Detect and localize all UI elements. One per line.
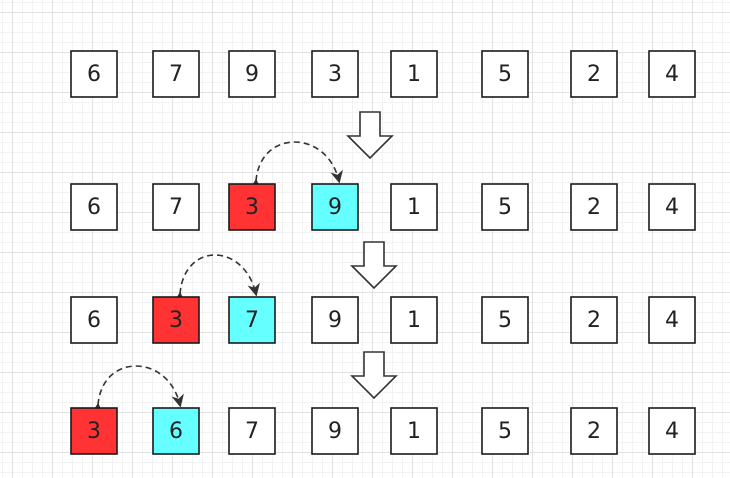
array-cell: 4 <box>648 50 696 98</box>
array-cell-value: 9 <box>328 195 342 220</box>
array-cell-value: 5 <box>498 195 512 220</box>
array-cell: 5 <box>481 296 529 344</box>
array-cell: 2 <box>570 50 618 98</box>
array-cell-value: 2 <box>587 419 601 444</box>
array-cell-moving: 3 <box>152 296 200 344</box>
dashed-curved-arrow-icon <box>248 141 343 192</box>
array-cell-value: 1 <box>407 419 421 444</box>
array-cell-value: 6 <box>87 308 101 333</box>
array-cell-value: 5 <box>498 419 512 444</box>
array-cell: 9 <box>311 407 359 455</box>
array-cell-value: 7 <box>169 62 183 87</box>
array-cell-value: 7 <box>169 195 183 220</box>
array-cell: 5 <box>481 407 529 455</box>
array-cell-value: 2 <box>587 62 601 87</box>
step-row-4: 3 6 7 9 1 5 2 4 <box>70 407 696 455</box>
step-row-1: 6 7 9 3 1 5 2 4 <box>70 50 696 98</box>
array-cell-shifted: 6 <box>152 407 200 455</box>
array-cell: 3 <box>311 50 359 98</box>
array-cell-value: 7 <box>245 419 259 444</box>
array-cell-value: 1 <box>407 308 421 333</box>
array-cell: 5 <box>481 183 529 231</box>
array-cell-value: 9 <box>245 62 259 87</box>
array-cell-value: 4 <box>665 62 679 87</box>
array-cell-moving: 3 <box>228 183 276 231</box>
dashed-curved-arrow-icon <box>90 365 184 416</box>
array-cell: 7 <box>152 183 200 231</box>
array-cell: 1 <box>390 407 438 455</box>
array-cell-value: 5 <box>498 62 512 87</box>
array-cell-value: 3 <box>245 195 259 220</box>
array-cell: 2 <box>570 183 618 231</box>
array-cell-value: 1 <box>407 62 421 87</box>
array-cell-value: 2 <box>587 308 601 333</box>
array-cell-value: 3 <box>328 62 342 87</box>
array-cell-value: 7 <box>245 308 259 333</box>
array-cell-value: 5 <box>498 308 512 333</box>
array-cell: 4 <box>648 407 696 455</box>
array-cell: 1 <box>390 183 438 231</box>
array-cell-value: 6 <box>87 195 101 220</box>
array-cell-shifted: 9 <box>311 183 359 231</box>
dashed-curved-arrow-icon <box>172 254 260 305</box>
array-cell-value: 3 <box>87 419 101 444</box>
array-cell: 5 <box>481 50 529 98</box>
array-cell: 4 <box>648 183 696 231</box>
array-cell-value: 9 <box>328 419 342 444</box>
array-cell-value: 4 <box>665 419 679 444</box>
array-cell: 9 <box>228 50 276 98</box>
array-cell: 6 <box>70 296 118 344</box>
array-cell-value: 6 <box>87 62 101 87</box>
array-cell: 6 <box>70 183 118 231</box>
array-cell-value: 3 <box>169 308 183 333</box>
array-cell: 2 <box>570 296 618 344</box>
array-cell: 2 <box>570 407 618 455</box>
array-cell-value: 2 <box>587 195 601 220</box>
array-cell-shifted: 7 <box>228 296 276 344</box>
step-row-3: 6 3 7 9 1 5 2 4 <box>70 296 696 344</box>
array-cell-moving: 3 <box>70 407 118 455</box>
array-cell: 7 <box>228 407 276 455</box>
array-cell: 4 <box>648 296 696 344</box>
array-cell: 9 <box>311 296 359 344</box>
array-cell-value: 4 <box>665 308 679 333</box>
array-cell: 7 <box>152 50 200 98</box>
down-arrow-icon <box>350 241 398 290</box>
array-cell-value: 4 <box>665 195 679 220</box>
down-arrow-icon <box>350 351 398 400</box>
array-cell-value: 1 <box>407 195 421 220</box>
array-cell: 6 <box>70 50 118 98</box>
array-cell-value: 6 <box>169 419 183 444</box>
array-cell: 1 <box>390 296 438 344</box>
array-cell: 1 <box>390 50 438 98</box>
down-arrow-icon <box>346 111 394 160</box>
array-cell-value: 9 <box>328 308 342 333</box>
